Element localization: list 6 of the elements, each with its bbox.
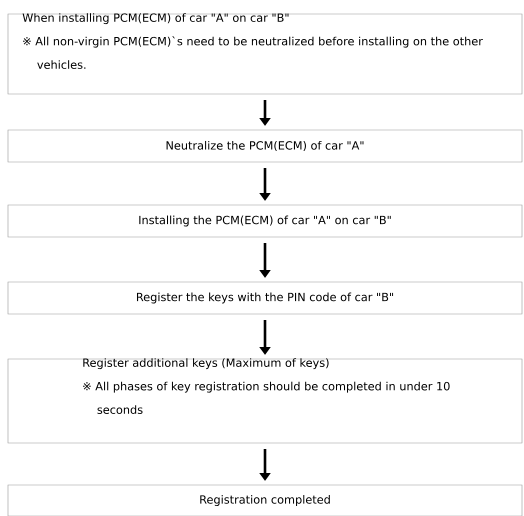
step-box: Register additional keys (Maximum of keys) ※ All phases of key registration should be completed in under 10 seconds — [8, 358, 522, 444]
step-box: Registration completed — [8, 484, 522, 516]
step-box: Installing the PCM(ECM) of car "A" on car "B" — [8, 204, 522, 238]
step-box: When installing PCM(ECM) of car "A" on car "B" ※ All non-virgin PCM(ECM)`s need to be neutralized before installing on the other vehicles. — [8, 13, 522, 94]
step-box: Register the keys with the PIN code of car "B" — [8, 282, 522, 314]
step-box: Neutralize the PCM(ECM) of car "A" — [8, 130, 522, 162]
